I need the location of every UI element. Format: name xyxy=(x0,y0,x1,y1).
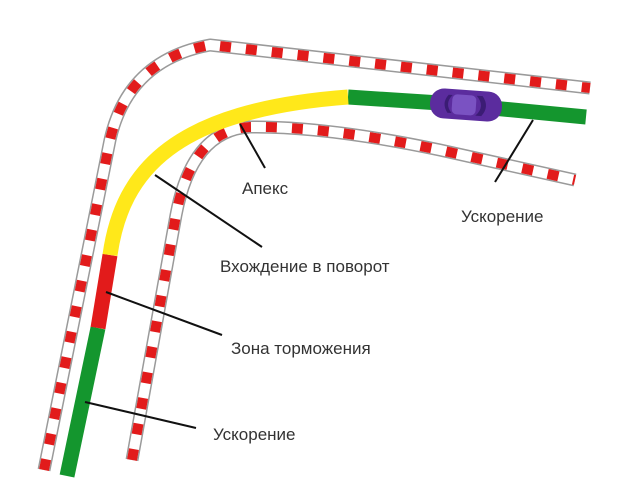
label-braking-zone: Зона торможения xyxy=(231,339,371,358)
label-acceleration-top: Ускорение xyxy=(461,207,544,226)
label-turn-entry: Вхождение в поворот xyxy=(220,257,390,276)
leader-apex xyxy=(239,123,266,169)
leader-turn-entry xyxy=(154,174,263,248)
inner-curb-stripes xyxy=(127,121,577,461)
leader-acceleration-top xyxy=(494,119,534,183)
inner-curb-border xyxy=(125,120,577,462)
racing-line-braking-zone xyxy=(90,253,118,330)
outer-curb xyxy=(37,38,591,472)
leader-braking-zone xyxy=(105,291,223,336)
outer-curb-stripes xyxy=(39,40,591,471)
car-windshield xyxy=(475,95,486,117)
racing-line-turn xyxy=(102,89,349,257)
car-rear-window xyxy=(444,94,453,114)
car-icon xyxy=(429,88,503,122)
inner-curb xyxy=(125,120,577,462)
inner-curb-base xyxy=(127,121,577,461)
leader-acceleration-bottom xyxy=(84,401,197,429)
racing-line-acceleration-start xyxy=(59,326,106,478)
leader-lines xyxy=(84,119,534,429)
label-acceleration-bottom: Ускорение xyxy=(213,425,296,444)
car-roof xyxy=(451,94,477,116)
label-apex: Апекс xyxy=(242,179,289,198)
